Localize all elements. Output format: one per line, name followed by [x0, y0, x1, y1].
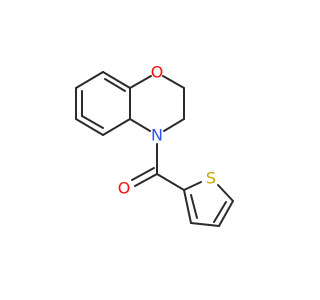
atom-label-oxygen-ring: O [151, 63, 164, 82]
atom-label-sulfur: S [206, 169, 216, 188]
bond-benzene-4 [75, 118, 104, 136]
atom-label-oxygen-carbonyl: O [118, 179, 131, 198]
atom-oxygen-carbonyl: O [118, 179, 131, 198]
bond-thio-s-c5 [217, 184, 234, 202]
bond-benzene-double-2 [81, 115, 104, 129]
bond-thio-c3-c2 [183, 189, 192, 224]
bond-benzene-1 [102, 71, 131, 89]
oxazine-ring [129, 75, 185, 132]
bond-o-ch2 [162, 75, 185, 89]
bond-ch2-n [163, 118, 185, 132]
benzene-ring [75, 71, 131, 136]
bond-thio-c2-s [183, 181, 202, 191]
bond-carbonyl-double-1 [134, 173, 158, 187]
bond-thio-double-1 [213, 201, 227, 223]
atom-label-nitrogen: N [151, 126, 163, 145]
bond-benzene-6 [75, 71, 104, 89]
bond-c-o-ring [129, 75, 152, 89]
bond-thio-double-2 [190, 194, 198, 219]
bond-benzene-3 [102, 118, 131, 136]
bond-n-c-ring [129, 118, 151, 132]
carbonyl-group [131, 143, 185, 191]
atom-oxygen-ring: O [151, 63, 164, 82]
atom-nitrogen: N [151, 126, 163, 145]
bond-carbonyl-thiophene [156, 173, 185, 191]
bond-thio-c5-c4 [218, 200, 234, 227]
atom-sulfur: S [206, 169, 216, 188]
molecule-structure-diagram: O N O S [75, 63, 234, 227]
bond-thio-c4-c3 [190, 222, 220, 227]
bond-carbonyl-double-2 [131, 167, 155, 181]
thiophene-ring [183, 181, 234, 227]
bond-benzene-double-1 [104, 78, 126, 92]
